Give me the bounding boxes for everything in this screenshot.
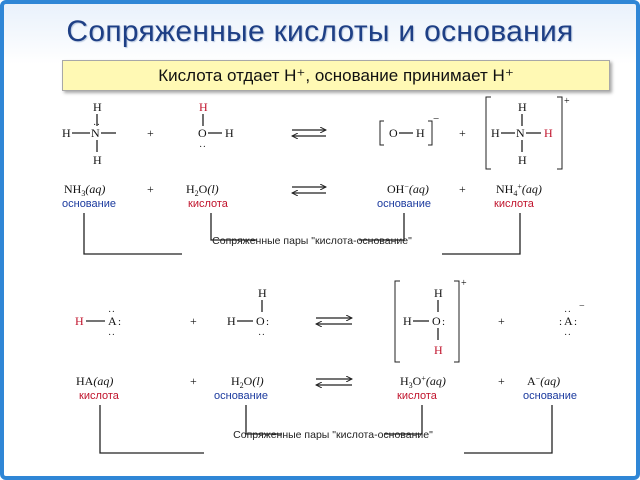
hydronium-structure: H H O : H + — [394, 278, 467, 363]
atom-h-red: H — [199, 100, 208, 114]
lone-pair: : — [197, 145, 208, 148]
atom-h: H — [434, 286, 443, 300]
role-label-base: основание — [523, 390, 577, 402]
atom-h: H — [518, 100, 527, 114]
conjugate-pair-bracket-2 — [99, 405, 553, 454]
role-label-base: основание — [62, 198, 116, 210]
subtitle-box: Кислота отдает H⁺, основание принимает H… — [62, 60, 610, 91]
charge-minus: − — [579, 301, 585, 312]
conjugate-pair-label: Сопряженные пары "кислота-основание" — [212, 235, 412, 247]
a-minus-structure: : A : : : − — [559, 301, 585, 336]
lone-pair: : — [442, 316, 445, 328]
lone-pair: : — [562, 333, 573, 336]
atom-h: H — [93, 153, 102, 167]
atom-h: H — [491, 126, 500, 140]
lone-pair: : — [562, 310, 573, 313]
atom-h: H — [227, 314, 236, 328]
atom-h: H — [225, 126, 234, 140]
water-structure: H O H : — [197, 100, 234, 148]
ha-structure: H A : : : — [75, 310, 121, 336]
reaction-diagram: H H N : H + H O H : O H — [62, 96, 585, 454]
charge-plus: + — [564, 96, 570, 107]
ammonium-structure: H H N H H + — [485, 96, 570, 170]
lone-pair: : — [574, 316, 577, 328]
plus-sign: + — [498, 314, 505, 328]
plus-sign: + — [147, 126, 154, 140]
plus-sign: + — [459, 126, 466, 140]
atom-h: H — [258, 286, 267, 300]
formula-h2o: H2O(l) — [231, 374, 264, 390]
atom-h-red: H — [75, 314, 84, 328]
atom-h: H — [93, 100, 102, 114]
atom-h: H — [62, 126, 71, 140]
equilibrium-arrow-2 — [292, 187, 326, 193]
lone-pair: : — [266, 316, 269, 328]
lone-pair: : — [91, 123, 102, 126]
role-label-base: основание — [214, 390, 268, 402]
role-label-acid: кислота — [397, 390, 438, 402]
atom-n: N — [516, 126, 525, 140]
water-structure: H H O : : — [227, 286, 269, 336]
role-label-acid: кислота — [494, 198, 535, 210]
formula-h3o-plus: H3O+(aq) — [400, 374, 446, 390]
lone-pair: : — [118, 316, 121, 328]
atom-h-red: H — [544, 126, 553, 140]
lone-pair: : — [559, 316, 562, 328]
charge-plus: + — [461, 278, 467, 289]
plus-sign: + — [147, 182, 154, 196]
role-label-base: основание — [377, 198, 431, 210]
atom-h: H — [416, 126, 425, 140]
atom-o: O — [198, 126, 207, 140]
role-label-acid: кислота — [188, 198, 229, 210]
atom-h: H — [403, 314, 412, 328]
lone-pair: : — [106, 310, 117, 313]
atom-o: O — [389, 126, 398, 140]
hydroxide-structure: O H − — [379, 113, 439, 146]
ammonia-structure: H H N : H — [62, 100, 116, 167]
plus-sign: + — [190, 374, 197, 388]
atom-o: O — [256, 314, 265, 328]
atom-h-red: H — [434, 343, 443, 357]
atom-a: A — [564, 314, 573, 328]
plus-sign: + — [190, 314, 197, 328]
conjugate-pair-label: Сопряженные пары "кислота-основание" — [233, 429, 433, 441]
atom-o: O — [432, 314, 441, 328]
formula-oh-minus: OH−(aq) — [387, 182, 429, 196]
equilibrium-arrow-4 — [316, 379, 352, 385]
charge-minus: − — [433, 113, 439, 125]
formula-ha: HA(aq) — [76, 374, 113, 388]
equilibrium-arrow-3 — [316, 318, 352, 324]
role-label-acid: кислота — [79, 390, 120, 402]
plus-sign: + — [459, 182, 466, 196]
equilibrium-arrow-1 — [292, 130, 326, 136]
formula-h2o: H2O(l) — [186, 182, 219, 198]
formula-nh3: NH3(aq) — [64, 182, 105, 198]
lone-pair: : — [106, 333, 117, 336]
formula-a-minus: A−(aq) — [527, 374, 560, 388]
atom-a: A — [108, 314, 117, 328]
atom-h: H — [518, 153, 527, 167]
formula-nh4-plus: NH4+(aq) — [496, 182, 542, 198]
slide-title: Сопряженные кислоты и основания — [66, 15, 574, 48]
plus-sign: + — [498, 374, 505, 388]
conjugate-pair-bracket-1 — [83, 213, 521, 255]
atom-n: N — [91, 126, 100, 140]
lone-pair: : — [256, 333, 267, 336]
